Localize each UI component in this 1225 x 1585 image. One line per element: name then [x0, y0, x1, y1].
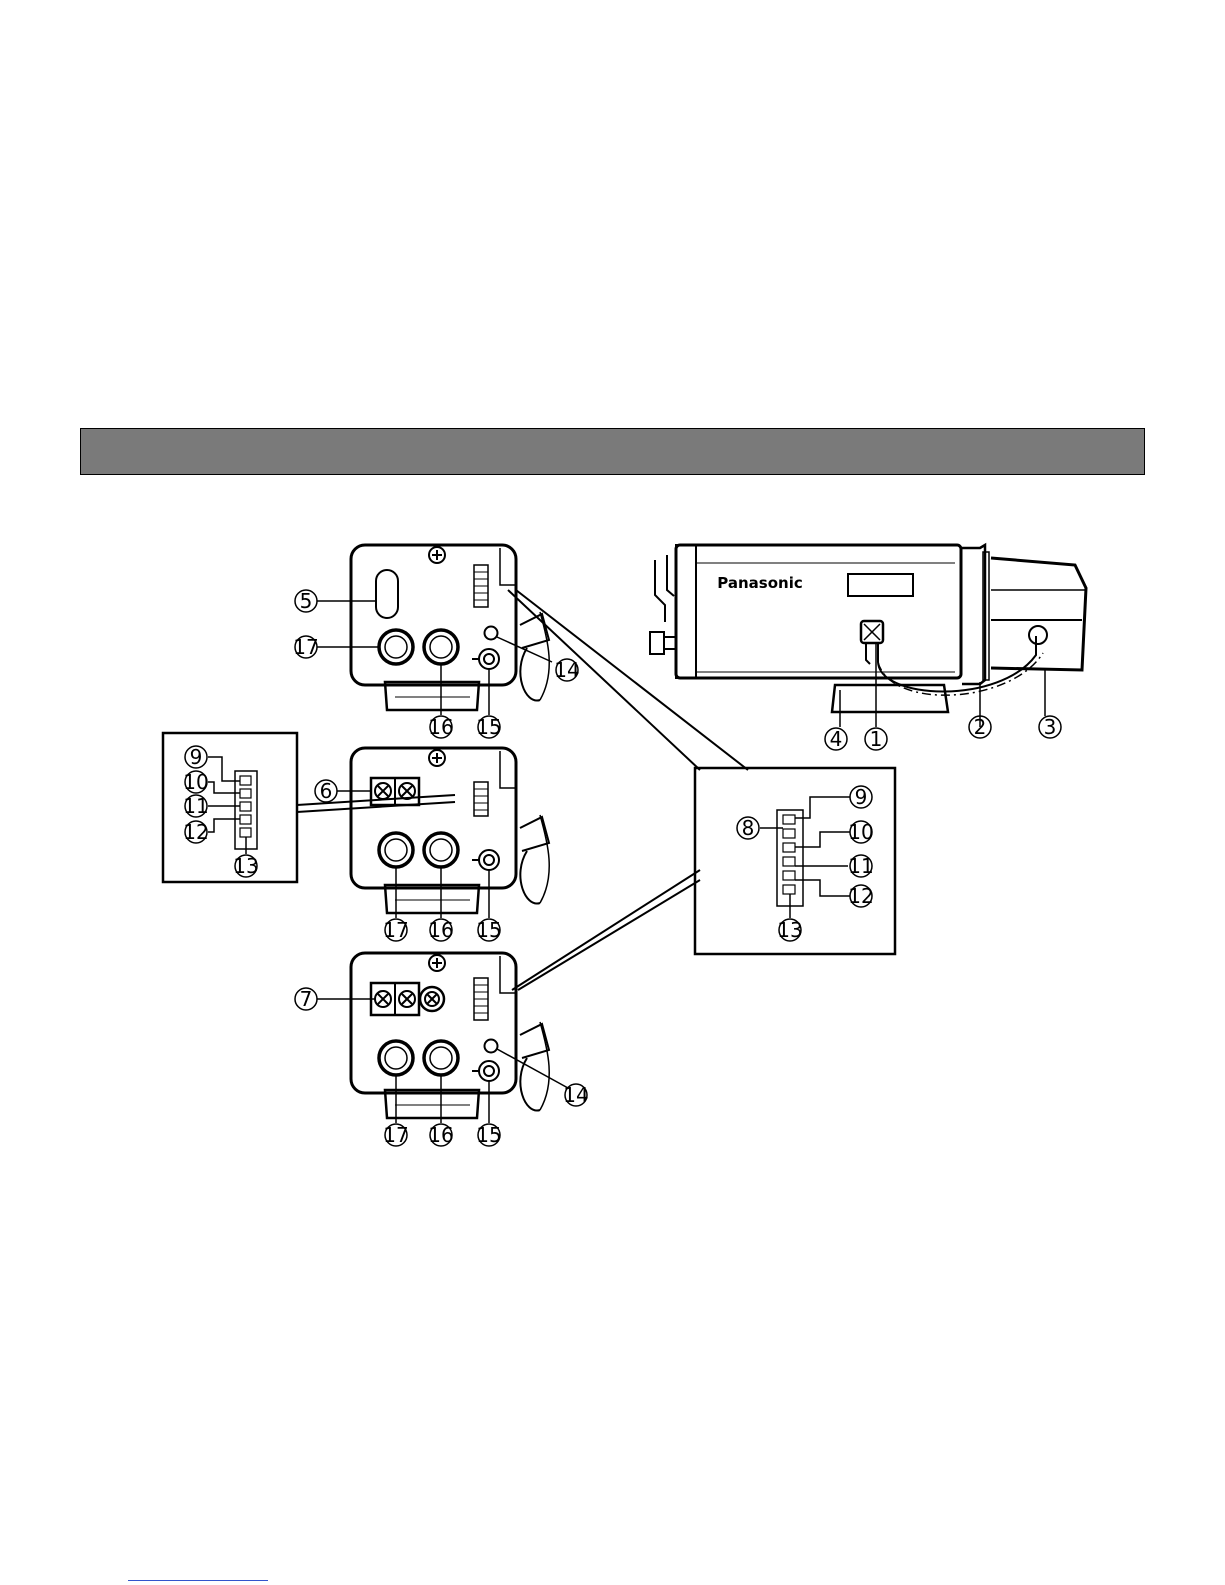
callout-17-a: 17	[293, 635, 318, 659]
callout-4: 4	[830, 727, 843, 751]
callout-13-left: 13	[233, 854, 258, 878]
callout-8: 8	[742, 816, 755, 840]
callout-15-c: 15	[476, 1123, 501, 1147]
panasonic-logo: Panasonic	[717, 574, 802, 592]
rear-view-2	[351, 748, 549, 913]
callout-12-right: 12	[848, 884, 873, 908]
callout-15-b: 15	[476, 918, 501, 942]
callout-11-left: 11	[183, 794, 208, 818]
callout-17-b: 17	[383, 918, 408, 942]
callout-2: 2	[974, 715, 987, 739]
callout-7: 7	[300, 987, 313, 1011]
footer-link-underline	[128, 1580, 268, 1581]
callout-3: 3	[1044, 715, 1057, 739]
callout-12-left: 12	[183, 820, 208, 844]
callout-16-a: 16	[428, 715, 453, 739]
callout-9-right: 9	[855, 785, 868, 809]
callout-6: 6	[320, 779, 333, 803]
rear-view-3	[351, 953, 549, 1118]
callout-5: 5	[300, 589, 313, 613]
callout-15-a: 15	[476, 715, 501, 739]
callout-1: 1	[870, 727, 883, 751]
camera-side-view	[650, 545, 1086, 712]
callout-11-right: 11	[848, 854, 873, 878]
callout-10-right: 10	[848, 820, 873, 844]
callout-17-c: 17	[383, 1123, 408, 1147]
callout-9-left: 9	[190, 745, 203, 769]
callout-10-left: 10	[183, 770, 208, 794]
callout-16-b: 16	[428, 918, 453, 942]
callout-14-c: 14	[563, 1083, 588, 1107]
rear-view-1	[351, 545, 549, 710]
dip-switch-detail-right	[508, 590, 895, 990]
callout-14-a: 14	[554, 658, 579, 682]
callout-16-c: 16	[428, 1123, 453, 1147]
callout-13-right: 13	[777, 918, 802, 942]
